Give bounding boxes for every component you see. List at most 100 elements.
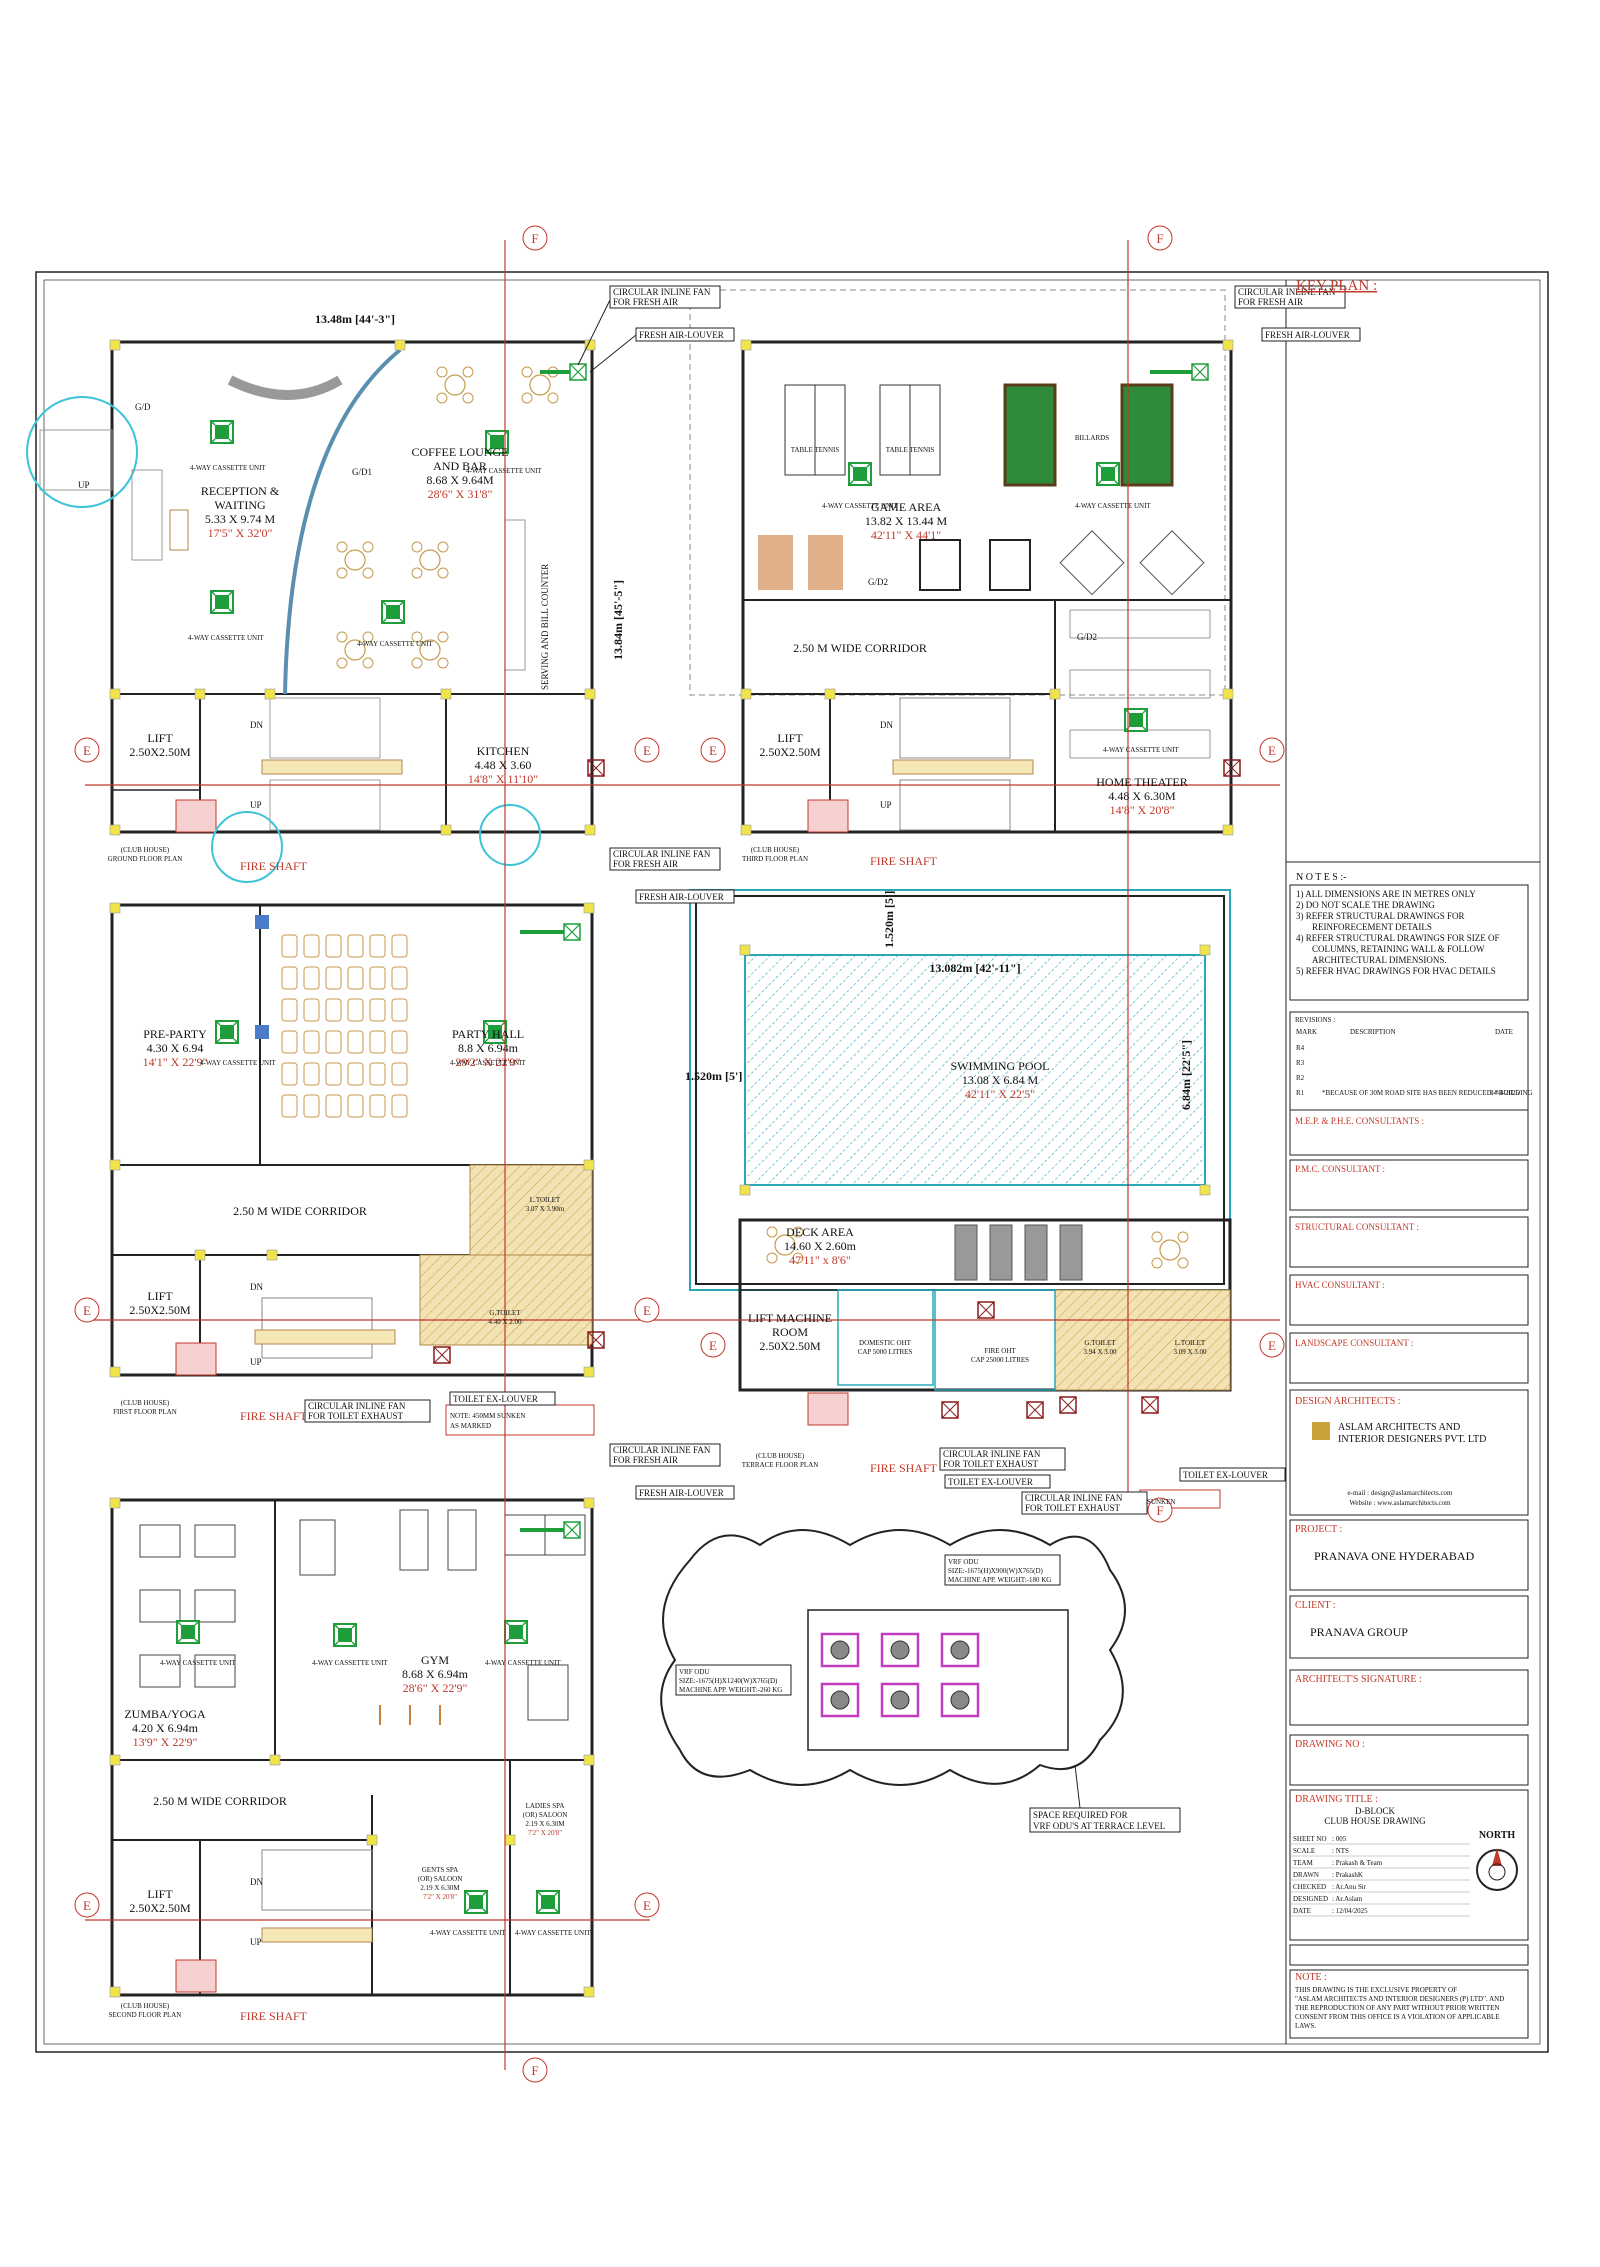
consultant-label: LANDSCAPE CONSULTANT : (1295, 1338, 1413, 1348)
third-gd2-1: G/D2 (868, 577, 888, 587)
second-corridor: 2.50 M WIDE CORRIDOR (153, 1794, 287, 1808)
info-key: CHECKED (1293, 1883, 1326, 1891)
ground-caption-2: GROUND FLOOR PLAN (108, 855, 183, 863)
party-chair (303, 998, 320, 1022)
third-lift: LIFT (777, 731, 803, 745)
north-label: NORTH (1479, 1830, 1516, 1841)
grid-bubble-e-8: E (1268, 1338, 1276, 1353)
svg-text:CIRCULAR INLINE FAN: CIRCULAR INLINE FAN (308, 1401, 406, 1411)
first-sunken-2: AS MARKED (450, 1422, 491, 1430)
consultant-label: P.M.C. CONSULTANT : (1295, 1164, 1385, 1174)
ladies-spa-1: LADIES SPA (526, 1802, 565, 1810)
fire-oht-1: FIRE OHT (984, 1347, 1016, 1355)
home-theater-size-ft: 14'8" X 20'8" (1110, 803, 1175, 817)
design-architects-label: DESIGN ARCHITECTS : (1295, 1396, 1401, 1407)
third-caption-1: (CLUB HOUSE) (751, 846, 800, 854)
first-toilet-callout: CIRCULAR INLINE FAN FOR TOILET EXHAUST T… (304, 1391, 556, 1423)
party-chair (303, 934, 320, 958)
sheet-border-outer (35, 271, 1549, 2053)
svg-text:TOILET EX-LOUVER: TOILET EX-LOUVER (948, 1477, 1033, 1487)
third-cassette-3: 4-WAY CASSETTE UNIT (1103, 746, 1179, 754)
svg-text:FRESH AIR-LOUVER: FRESH AIR-LOUVER (639, 330, 724, 340)
svg-text:VRF ODU'S AT TERRACE LEVEL: VRF ODU'S AT TERRACE LEVEL (1033, 1821, 1165, 1831)
gym-name: GYM (421, 1653, 449, 1667)
terrace-gtoilet: G.TOILET (1084, 1339, 1116, 1347)
note-text-line: CONSENT FROM THIS OFFICE IS A VIOLATION … (1295, 2013, 1500, 2021)
preparty-size-ft: 14'1" X 22'9" (143, 1055, 208, 1069)
zumba-size-ft: 13'9" X 22'9" (133, 1735, 198, 1749)
serving-counter-label: SERVING AND BILL COUNTER (540, 564, 550, 690)
third-fan-callout: CIRCULAR INLINE FAN FOR FRESH AIR FRESH … (1234, 285, 1361, 342)
first-sunken-1: NOTE: 450MM SUNKEN (450, 1412, 525, 1420)
third-lift-size: 2.50X2.50M (759, 745, 821, 759)
note-line: ARCHITECTURAL DIMENSIONS. (1312, 955, 1447, 965)
svg-text:FOR FRESH AIR: FOR FRESH AIR (613, 1455, 678, 1465)
second-fan-callout: CIRCULAR INLINE FAN FOR FRESH AIR FRESH … (609, 1443, 735, 1500)
party-chair (347, 966, 364, 990)
ground-dn: DN (250, 720, 263, 730)
home-theater-size: 4.48 X 6.30M (1108, 789, 1176, 803)
svg-text:SIZE:-1675(H)X1240(W)X765(D): SIZE:-1675(H)X1240(W)X765(D) (679, 1677, 778, 1685)
grid-bubble-e-3: E (709, 743, 717, 758)
first-cassette-1: 4-WAY CASSETTE UNIT (200, 1059, 276, 1067)
gents-spa-1: GENTS SPA (422, 1866, 459, 1874)
info-key: TEAM (1293, 1859, 1314, 1867)
home-theater-name: HOME THEATER (1096, 775, 1187, 789)
drawing-title-1: D-BLOCK (1355, 1806, 1395, 1816)
second-lift-size: 2.50X2.50M (129, 1901, 191, 1915)
second-caption-1: (CLUB HOUSE) (121, 2002, 170, 2010)
note-line: COLUMNS, RETAINING WALL & FOLLOW (1312, 944, 1485, 954)
consultants-list: M.E.P. & P.H.E. CONSULTANTS :P.M.C. CONS… (1295, 1116, 1424, 1348)
note-label: NOTE : (1295, 1972, 1327, 1983)
party-chair (325, 1030, 342, 1054)
ground-dim-top: 13.48m [44'-3"] (315, 312, 395, 326)
ground-fan-callout: CIRCULAR INLINE FAN FOR FRESH AIR FRESH … (577, 285, 735, 373)
svg-text:FOR TOILET EXHAUST: FOR TOILET EXHAUST (308, 1411, 404, 1421)
ground-cassette-1: 4-WAY CASSETTE UNIT (190, 464, 266, 472)
vrf-label-2: VRF ODU SIZE:-1675(H)X1240(W)X765(D) MAC… (675, 1664, 792, 1696)
ladies-spa-2: (OR) SALOON (523, 1811, 568, 1819)
revision-header: DATE (1495, 1028, 1513, 1036)
drawing-title-label: DRAWING TITLE : (1295, 1794, 1378, 1805)
kitchen-size-ft: 14'8" X 11'10" (468, 772, 538, 786)
first-fan-callout: CIRCULAR INLINE FAN FOR FRESH AIR FRESH … (609, 847, 735, 904)
revisions-label: REVISIONS : (1295, 1016, 1335, 1024)
revision-desc: *BECAUSE OF 30M ROAD SITE HAS BEEN REDUC… (1322, 1089, 1533, 1097)
kitchen-name: KITCHEN (477, 744, 530, 758)
revision-mark: R2 (1296, 1074, 1305, 1082)
party-hall-name: PARTY HALL (452, 1027, 524, 1041)
second-cassette-5: 4-WAY CASSETTE UNIT (515, 1929, 591, 1937)
domestic-oht-2: CAP 5000 LITRES (858, 1348, 913, 1356)
info-value: : 005 (1332, 1835, 1347, 1843)
gents-spa-4: 7'2" X 20'8" (423, 1893, 457, 1901)
lift-machine-3: 2.50X2.50M (759, 1339, 821, 1353)
coffee-name-1: COFFEE LOUNGE (411, 445, 508, 459)
first-caption-1: (CLUB HOUSE) (121, 1399, 170, 1407)
svg-text:FRESH AIR-LOUVER: FRESH AIR-LOUVER (639, 892, 724, 902)
terrace-caption-1: (CLUB HOUSE) (756, 1452, 805, 1460)
project-label: PROJECT : (1295, 1524, 1342, 1535)
party-chair (391, 998, 408, 1022)
coffee-size: 8.68 X 9.64M (426, 473, 494, 487)
party-chair (369, 966, 386, 990)
pool-left-dim: 1.520m [5'] (685, 1069, 742, 1083)
party-chair (347, 998, 364, 1022)
svg-text:FOR FRESH AIR: FOR FRESH AIR (613, 297, 678, 307)
second-cassette-2: 4-WAY CASSETTE UNIT (312, 1659, 388, 1667)
party-chair (347, 1094, 364, 1118)
north-arrow-icon (1476, 1848, 1518, 1891)
fire-oht-2: CAP 25000 LITRES (971, 1356, 1029, 1364)
party-chair (325, 1062, 342, 1086)
zumba-name: ZUMBA/YOGA (124, 1707, 206, 1721)
pool-up-dim: 1.520m [5'] (882, 891, 896, 948)
vrf-odu-unit (940, 1632, 980, 1668)
ground-gd1: G/D1 (352, 467, 372, 477)
party-chair (391, 966, 408, 990)
pool-side-dim: 6.84m [22'5"] (1179, 1040, 1193, 1110)
pool-size: 13.08 X 6.84 M (962, 1073, 1039, 1087)
signature-label: ARCHITECT'S SIGNATURE : (1295, 1674, 1422, 1685)
key-plan-title: KEY PLAN : (1296, 278, 1377, 294)
note-line: 2) DO NOT SCALE THE DRAWING (1296, 900, 1435, 910)
